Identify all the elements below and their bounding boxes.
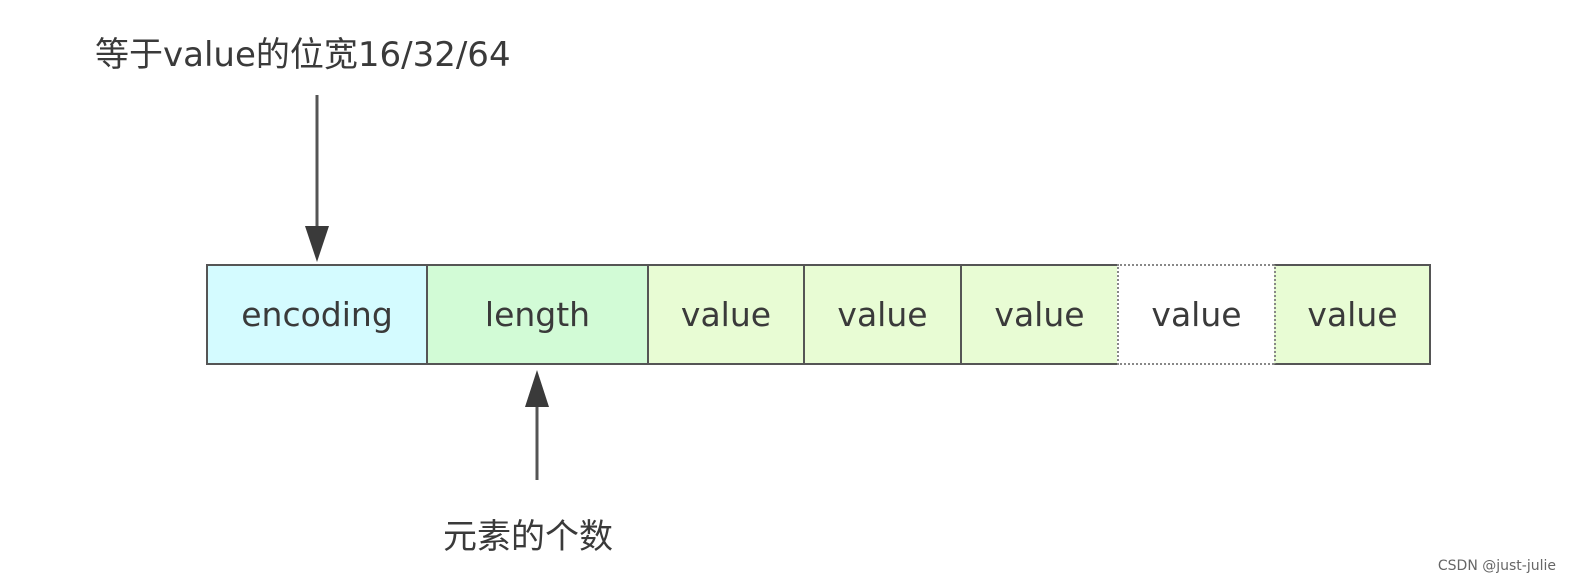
value-cell: value xyxy=(960,264,1117,365)
value-cell-label: value xyxy=(1151,295,1242,334)
length-cell-label: length xyxy=(484,295,591,334)
encoding-cell-label: encoding xyxy=(241,295,393,334)
encoding-cell: encoding xyxy=(206,264,426,365)
down-arrow xyxy=(305,95,329,262)
bit-width-annotation: 等于value的位宽16/32/64 xyxy=(95,35,511,75)
intset-layout: encoding length value value value value … xyxy=(206,264,1431,365)
value-cell-label: value xyxy=(994,295,1085,334)
value-cell-dotted: value xyxy=(1117,264,1274,365)
watermark: CSDN @just-julie xyxy=(1437,558,1556,574)
element-count-annotation: 元素的个数 xyxy=(443,517,613,557)
value-cell: value xyxy=(803,264,960,365)
value-cell: value xyxy=(1274,264,1431,365)
value-cell: value xyxy=(647,264,803,365)
up-arrow xyxy=(525,370,549,480)
value-cell-label: value xyxy=(1307,295,1398,334)
length-cell: length xyxy=(426,264,647,365)
value-cell-label: value xyxy=(680,295,772,334)
value-cell-label: value xyxy=(837,295,928,334)
